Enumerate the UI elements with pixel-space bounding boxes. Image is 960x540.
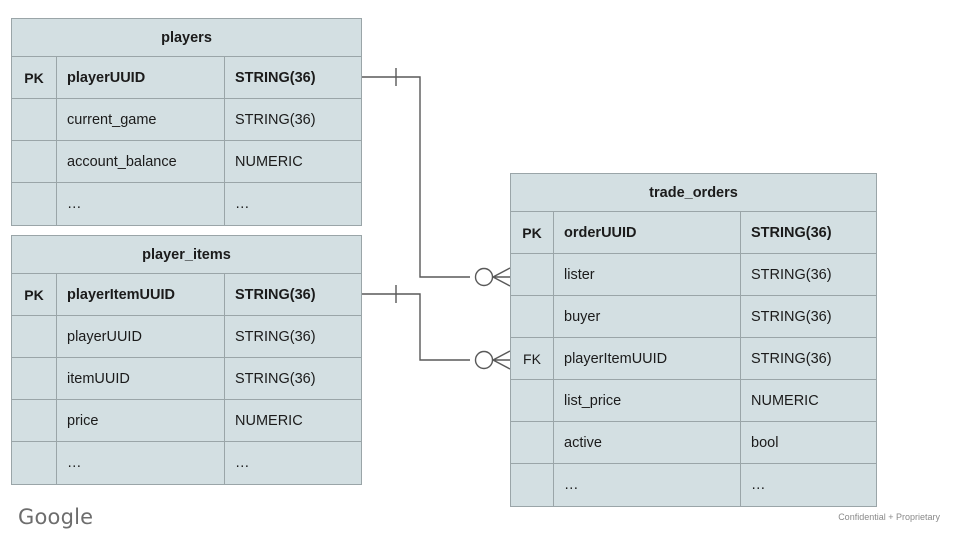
field-name: list_price xyxy=(554,380,741,421)
field-key xyxy=(12,400,57,441)
crowsfoot-1 xyxy=(492,267,511,287)
relationship-player-items-to-trade-orders xyxy=(362,285,511,370)
connector-line-2 xyxy=(362,293,470,361)
connector-line-1 xyxy=(362,76,470,278)
field-key xyxy=(12,183,57,225)
confidentiality-note: Confidential + Proprietary xyxy=(838,512,940,522)
field-key xyxy=(511,254,554,295)
field-name: current_game xyxy=(57,99,225,140)
table-row[interactable]: itemUUID STRING(36) xyxy=(12,358,361,400)
field-key xyxy=(12,141,57,182)
field-type: STRING(36) xyxy=(235,286,316,303)
field-name: playerUUID xyxy=(57,316,225,357)
field-key: PK xyxy=(511,212,554,253)
field-name: playerItemUUID xyxy=(57,274,225,315)
field-type: STRING(36) xyxy=(235,370,316,387)
table-row[interactable]: … … xyxy=(12,442,361,484)
entity-title-trade-orders: trade_orders xyxy=(511,174,876,212)
field-key xyxy=(511,296,554,337)
table-row[interactable]: price NUMERIC xyxy=(12,400,361,442)
field-type: NUMERIC xyxy=(235,153,303,170)
table-row[interactable]: … … xyxy=(511,464,876,506)
field-key xyxy=(511,464,554,506)
entity-title-players: players xyxy=(12,19,361,57)
field-name: itemUUID xyxy=(57,358,225,399)
field-key: PK xyxy=(12,57,57,98)
field-name: orderUUID xyxy=(554,212,741,253)
entity-trade-orders[interactable]: trade_orders PK orderUUID STRING(36) lis… xyxy=(510,173,877,507)
field-key: PK xyxy=(12,274,57,315)
table-row[interactable]: current_game STRING(36) xyxy=(12,99,361,141)
table-row[interactable]: list_price NUMERIC xyxy=(511,380,876,422)
field-name: … xyxy=(57,442,225,484)
field-key xyxy=(12,442,57,484)
field-name: playerUUID xyxy=(57,57,225,98)
table-row[interactable]: active bool xyxy=(511,422,876,464)
field-name: playerItemUUID xyxy=(554,338,741,379)
field-type: STRING(36) xyxy=(235,69,316,86)
field-name: account_balance xyxy=(57,141,225,182)
field-type: STRING(36) xyxy=(235,328,316,345)
table-row[interactable]: playerUUID STRING(36) xyxy=(12,316,361,358)
field-key xyxy=(12,316,57,357)
table-row[interactable]: PK playerUUID STRING(36) xyxy=(12,57,361,99)
field-type: … xyxy=(235,196,250,212)
entity-title-player-items: player_items xyxy=(12,236,361,274)
field-name: lister xyxy=(554,254,741,295)
field-name: active xyxy=(554,422,741,463)
table-row[interactable]: … … xyxy=(12,183,361,225)
field-name: … xyxy=(57,183,225,225)
field-type: STRING(36) xyxy=(235,111,316,128)
field-key xyxy=(12,99,57,140)
field-name: price xyxy=(57,400,225,441)
entity-player-items[interactable]: player_items PK playerItemUUID STRING(36… xyxy=(11,235,362,485)
table-row[interactable]: lister STRING(36) xyxy=(511,254,876,296)
google-logo: Google xyxy=(18,505,94,529)
entity-players[interactable]: players PK playerUUID STRING(36) current… xyxy=(11,18,362,226)
field-type: STRING(36) xyxy=(751,266,832,283)
field-type: NUMERIC xyxy=(751,392,819,409)
table-row[interactable]: buyer STRING(36) xyxy=(511,296,876,338)
field-key xyxy=(511,380,554,421)
relationship-players-to-trade-orders xyxy=(362,68,511,287)
field-type: … xyxy=(235,455,250,471)
field-name: buyer xyxy=(554,296,741,337)
table-row[interactable]: FK playerItemUUID STRING(36) xyxy=(511,338,876,380)
field-key xyxy=(511,422,554,463)
zero-marker-2 xyxy=(474,350,494,370)
field-type: STRING(36) xyxy=(751,308,832,325)
zero-marker-1 xyxy=(474,267,494,287)
table-row[interactable]: account_balance NUMERIC xyxy=(12,141,361,183)
field-name: … xyxy=(554,464,741,506)
crowsfoot-2 xyxy=(492,350,511,370)
field-type: … xyxy=(751,477,766,493)
field-type: STRING(36) xyxy=(751,224,832,241)
field-key xyxy=(12,358,57,399)
table-row[interactable]: PK orderUUID STRING(36) xyxy=(511,212,876,254)
field-type: NUMERIC xyxy=(235,412,303,429)
field-type: bool xyxy=(751,434,779,451)
field-type: STRING(36) xyxy=(751,350,832,367)
field-key: FK xyxy=(511,338,554,379)
table-row[interactable]: PK playerItemUUID STRING(36) xyxy=(12,274,361,316)
